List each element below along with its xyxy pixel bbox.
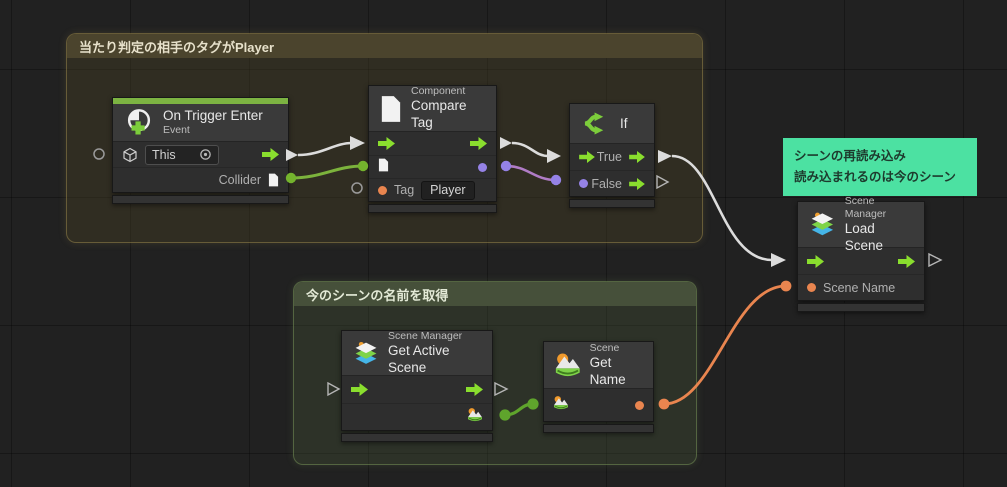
node-title: Compare Tag xyxy=(410,98,467,131)
scene-manager-icon xyxy=(811,212,834,236)
component-doc-icon xyxy=(381,95,401,122)
tag-in-port[interactable] xyxy=(378,185,387,195)
node-title: On Trigger Enter xyxy=(163,107,263,123)
scene-manager-icon xyxy=(355,341,377,364)
group-header-scene-name[interactable]: 今のシーンの名前を取得 xyxy=(294,282,696,306)
true-out-port[interactable]: True xyxy=(597,150,645,164)
target-field[interactable]: This xyxy=(145,144,219,165)
flow-out-port[interactable] xyxy=(898,254,915,268)
sticky-note[interactable]: シーンの再読み込み 読み込まれるのは今のシーン xyxy=(783,138,977,196)
node-footer xyxy=(543,424,654,433)
flow-out-port[interactable] xyxy=(262,148,279,161)
node-title: Load Scene xyxy=(844,220,883,253)
name-out-port[interactable] xyxy=(635,400,644,410)
doc-port-icon xyxy=(378,158,389,171)
flow-in-port[interactable] xyxy=(807,254,824,268)
tag-value-field[interactable]: Player xyxy=(421,180,475,200)
group-header-tag-check[interactable]: 当たり判定の相手のタグがPlayer xyxy=(67,34,702,58)
node-on-trigger-enter[interactable]: On Trigger Enter Event This xyxy=(112,97,289,204)
node-get-name[interactable]: Scene Get Name xyxy=(543,341,654,433)
flow-out-port[interactable] xyxy=(466,383,483,396)
collider-in-port[interactable] xyxy=(378,158,389,177)
node-get-active-scene[interactable]: Scene Manager Get Active Scene xyxy=(341,330,493,442)
note-line-2: 読み込まれるのは今のシーン xyxy=(794,170,956,184)
node-footer xyxy=(112,195,289,204)
wire-dot[interactable] xyxy=(780,280,792,292)
scene-name-label: Scene Name xyxy=(823,280,896,295)
condition-in-port[interactable] xyxy=(579,179,588,188)
event-accent-bar xyxy=(113,98,288,104)
group-title: 今のシーンの名前を取得 xyxy=(306,287,449,303)
flow-out-port[interactable] xyxy=(470,137,487,150)
node-load-scene[interactable]: Scene Manager Load Scene Scene Name xyxy=(797,195,925,312)
flow-in-port[interactable] xyxy=(378,137,395,150)
node-category: Scene xyxy=(589,341,620,354)
collider-out-port[interactable]: Collider xyxy=(219,173,279,187)
collider-doc-icon xyxy=(268,173,279,187)
node-title: Get Name xyxy=(589,354,626,387)
flow-in-port[interactable] xyxy=(579,151,595,163)
bool-out-port[interactable] xyxy=(478,162,487,172)
node-footer xyxy=(797,303,925,312)
node-if[interactable]: If True False xyxy=(569,103,655,208)
node-title: If xyxy=(620,116,628,131)
unconnected-flow-triangle[interactable] xyxy=(928,252,943,268)
node-footer xyxy=(368,204,497,213)
scene-in-port[interactable] xyxy=(553,395,569,416)
note-line-1: シーンの再読み込み xyxy=(794,149,906,163)
node-category: Scene Manager xyxy=(388,329,463,342)
wire-end-arrow[interactable] xyxy=(771,253,786,267)
false-out-port[interactable]: False xyxy=(591,177,645,191)
scene-mini-icon xyxy=(554,395,568,409)
node-category: Event xyxy=(163,124,190,137)
node-footer xyxy=(341,433,493,442)
scene-out-port[interactable] xyxy=(467,407,483,428)
flow-in-port[interactable] xyxy=(351,383,368,396)
scene-mini-icon xyxy=(468,407,482,421)
branch-icon xyxy=(584,112,604,135)
scene-name-in-port[interactable] xyxy=(807,283,816,292)
node-footer xyxy=(569,199,655,208)
event-icon xyxy=(127,108,151,135)
scene-icon xyxy=(555,353,580,377)
gameobject-cube-icon xyxy=(123,147,137,162)
tag-label: Tag xyxy=(394,183,415,197)
node-category: Component xyxy=(410,85,466,98)
node-title: Get Active Scene xyxy=(388,342,450,375)
group-title: 当たり判定の相手のタグがPlayer xyxy=(79,39,275,55)
node-category: Scene Manager xyxy=(844,194,887,220)
node-compare-tag[interactable]: Component Compare Tag Tag Player xyxy=(368,85,497,213)
object-picker-icon[interactable] xyxy=(199,148,212,161)
